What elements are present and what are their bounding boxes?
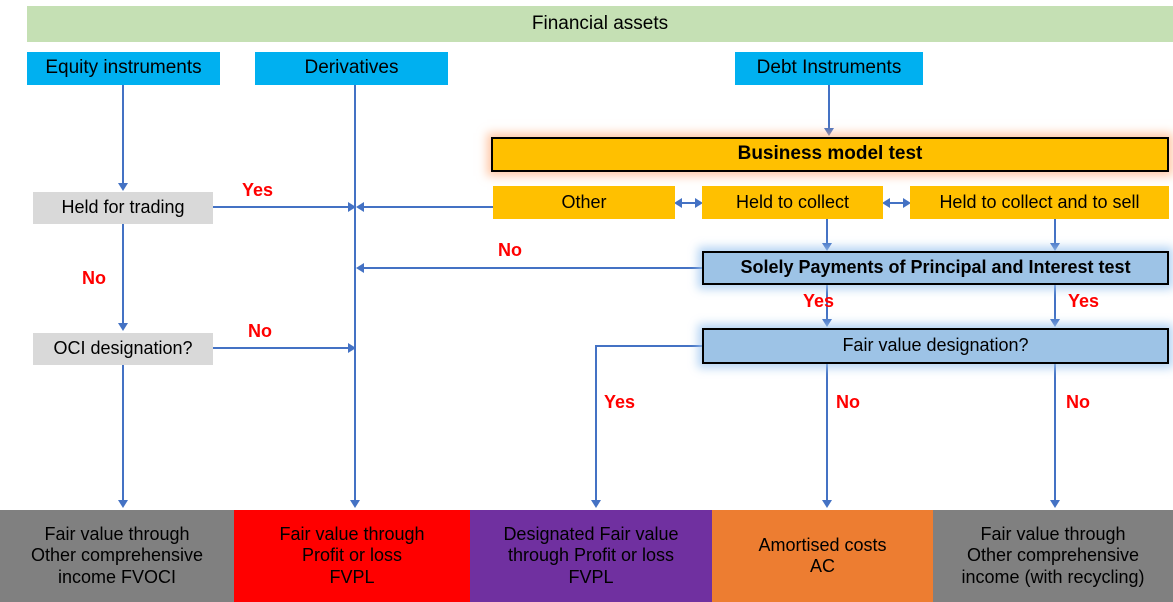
- arrowhead-held-for-trading-no: [118, 323, 128, 331]
- edge-held-for-trading-yes: [213, 206, 350, 208]
- node-business-model-test: Business model test: [491, 137, 1169, 172]
- outcome-fvoci-line-3: income FVOCI: [57, 566, 177, 587]
- arrowhead-sppi-yes-left: [822, 319, 832, 327]
- node-held-to-collect-and-sell: Held to collect and to sell: [910, 186, 1169, 219]
- edge-label-oci-designation-no: No: [248, 321, 272, 341]
- edge-sppi-yes-right: [1054, 285, 1056, 321]
- edge-fvd-yes-horizontal: [595, 345, 703, 347]
- arrowhead-debt-to-business-model-test: [824, 128, 834, 136]
- edge-label-held-for-trading-yes: Yes: [242, 180, 274, 200]
- outcome-fvpl-line-3: FVPL: [329, 566, 375, 587]
- edge-label-fvd-no-middle: No: [836, 392, 860, 412]
- arrowhead-sppi-yes-right: [1050, 319, 1060, 327]
- edge-held-to-collect-to-sppi: [826, 219, 828, 245]
- edge-fvd-no-middle: [826, 364, 828, 502]
- outcome-fvoci-recycling-line-2: Other comprehensive: [966, 545, 1140, 566]
- edge-label-fvd-yes: Yes: [604, 392, 636, 412]
- node-oci-designation: OCI designation?: [33, 333, 213, 365]
- node-other: Other: [493, 186, 675, 219]
- edge-other-to-trunk: [362, 206, 493, 208]
- node-held-for-trading-label: Held for trading: [61, 197, 185, 218]
- arrowhead-held-for-trading-yes: [348, 202, 356, 212]
- edge-derivatives-trunk: [354, 85, 356, 502]
- edge-debt-to-business-model-test: [828, 85, 830, 130]
- edge-oci-designation-no: [213, 347, 350, 349]
- node-derivatives-label: Derivatives: [304, 57, 399, 79]
- node-debt-instruments: Debt Instruments: [735, 52, 923, 85]
- banner-label: Financial assets: [531, 12, 669, 34]
- arrowhead-fvd-no-to-fvoci-recycling: [1050, 500, 1060, 508]
- arrowhead-fvd-yes-to-designated-fvpl: [591, 500, 601, 508]
- edge-held-to-collect-sell-to-sppi: [1054, 219, 1056, 245]
- outcome-amortised-cost-line-2: AC: [809, 556, 835, 576]
- node-held-to-collect-label: Held to collect: [735, 191, 850, 212]
- outcome-fvoci-line-1: Fair value through: [44, 524, 190, 545]
- arrowhead-fvd-no-to-amortised-cost: [822, 500, 832, 508]
- arrowhead-oci-designation-to-fvoci: [118, 500, 128, 508]
- edge-label-held-for-trading-no: No: [82, 268, 106, 288]
- outcome-fvpl-line-2: Profit or loss: [301, 545, 403, 566]
- node-fair-value-designation-label: Fair value designation?: [842, 335, 1029, 356]
- outcome-fvoci-recycling-line-3: income (with recycling): [961, 566, 1145, 587]
- node-other-label: Other: [561, 191, 607, 212]
- outcome-amortised-cost-line-1: Amortised costs: [758, 534, 887, 555]
- edge-fvd-no-right: [1054, 364, 1056, 502]
- outcome-fvoci-recycling-line-1: Fair value through: [980, 524, 1126, 545]
- banner-financial-assets: Financial assets: [27, 6, 1173, 42]
- outcome-fvoci-line-2: Other comprehensive: [30, 545, 204, 566]
- edge-sppi-yes-left: [826, 285, 828, 321]
- outcome-designated-fvpl: Designated Fair value through Profit or …: [470, 510, 712, 602]
- arrowhead-held-to-collect-sell-to-sppi: [1050, 243, 1060, 251]
- node-oci-designation-label: OCI designation?: [53, 338, 193, 359]
- arrowhead-derivatives-to-fvpl: [350, 500, 360, 508]
- edge-other-held-to-collect: [679, 202, 699, 204]
- node-equity-instruments: Equity instruments: [27, 52, 220, 85]
- edge-label-fvd-no-right: No: [1066, 392, 1090, 412]
- node-sppi-test-label: Solely Payments of Principal and Interes…: [740, 257, 1131, 278]
- arrowhead-other-to-trunk: [356, 202, 364, 212]
- outcome-designated-fvpl-line-3: FVPL: [568, 566, 614, 587]
- node-held-to-collect: Held to collect: [702, 186, 883, 219]
- arrowhead-held-to-collect-link-left: [882, 198, 890, 208]
- edge-label-sppi-yes-left: Yes: [803, 291, 835, 311]
- arrowhead-held-to-collect-to-sppi: [822, 243, 832, 251]
- edge-label-sppi-no: No: [498, 240, 522, 260]
- outcome-designated-fvpl-line-1: Designated Fair value: [503, 524, 679, 545]
- edge-sppi-no-to-trunk: [362, 267, 702, 269]
- edge-equity-to-held-for-trading: [122, 85, 124, 184]
- node-sppi-test: Solely Payments of Principal and Interes…: [702, 251, 1169, 285]
- outcome-fvpl-line-1: Fair value through: [279, 524, 425, 545]
- node-held-for-trading: Held for trading: [33, 192, 213, 224]
- node-debt-instruments-label: Debt Instruments: [756, 57, 902, 79]
- arrowhead-sppi-no-to-trunk: [356, 263, 364, 273]
- edge-label-sppi-yes-right: Yes: [1068, 291, 1100, 311]
- edge-fvd-yes-vertical: [595, 345, 597, 502]
- node-fair-value-designation: Fair value designation?: [702, 328, 1169, 364]
- edge-oci-designation-to-fvoci: [122, 365, 124, 502]
- node-business-model-test-label: Business model test: [737, 143, 923, 165]
- outcome-fvpl: Fair value through Profit or loss FVPL: [234, 510, 470, 602]
- outcome-amortised-cost: Amortised costs AC: [712, 510, 933, 602]
- outcome-designated-fvpl-line-2: through Profit or loss: [507, 545, 675, 566]
- outcome-fvoci-recycling: Fair value through Other comprehensive i…: [933, 510, 1173, 602]
- node-derivatives: Derivatives: [255, 52, 448, 85]
- arrowhead-held-to-collect-link-right: [903, 198, 911, 208]
- node-held-to-collect-and-sell-label: Held to collect and to sell: [939, 191, 1140, 212]
- arrowhead-equity-to-held-for-trading: [118, 183, 128, 191]
- edge-held-to-collect-and-sell-link: [887, 202, 907, 204]
- outcome-fvoci: Fair value through Other comprehensive i…: [0, 510, 234, 602]
- arrowhead-other-held-to-collect-right: [695, 198, 703, 208]
- node-equity-instruments-label: Equity instruments: [45, 57, 202, 79]
- arrowhead-oci-designation-no: [348, 343, 356, 353]
- arrowhead-other-held-to-collect-left: [674, 198, 682, 208]
- edge-held-for-trading-no: [122, 224, 124, 324]
